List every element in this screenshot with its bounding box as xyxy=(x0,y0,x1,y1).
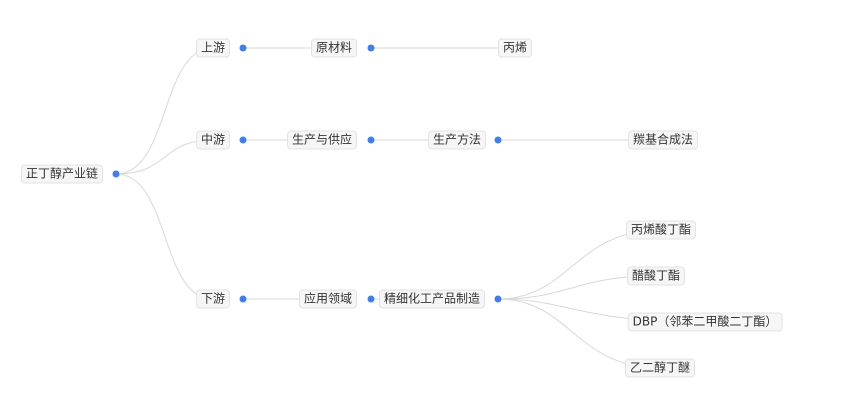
node-midstream-sub[interactable]: 生产方法 xyxy=(427,130,487,150)
node-downstream-sub[interactable]: 精细化工产品制造 xyxy=(378,289,486,309)
node-upstream-category[interactable]: 原材料 xyxy=(310,38,358,58)
node-root[interactable]: 正丁醇产业链 xyxy=(20,164,104,184)
link-root-upstream xyxy=(115,47,214,175)
upstream-expand-dot[interactable] xyxy=(239,44,247,52)
node-downstream-leaf[interactable]: 醋酸丁酯 xyxy=(626,266,686,286)
node-downstream[interactable]: 下游 xyxy=(195,289,231,309)
downstream-category-expand-dot[interactable] xyxy=(367,295,375,303)
node-downstream-category[interactable]: 应用领域 xyxy=(298,289,358,309)
node-downstream-leaf[interactable]: 丙烯酸丁酯 xyxy=(625,220,697,240)
node-midstream-category[interactable]: 生产与供应 xyxy=(286,130,358,150)
midstream-category-expand-dot[interactable] xyxy=(367,136,375,144)
node-upstream[interactable]: 上游 xyxy=(195,38,231,58)
link-downstream-leaf-1 xyxy=(497,229,662,300)
downstream-expand-dot[interactable] xyxy=(239,295,247,303)
node-downstream-leaf[interactable]: DBP（邻苯二甲酸二丁酯） xyxy=(627,312,783,332)
node-upstream-leaf[interactable]: 丙烯 xyxy=(497,38,533,58)
downstream-sub-expand-dot[interactable] xyxy=(494,295,502,303)
link-root-downstream xyxy=(115,173,214,300)
upstream-category-expand-dot[interactable] xyxy=(367,44,375,52)
midstream-sub-expand-dot[interactable] xyxy=(494,136,502,144)
node-midstream[interactable]: 中游 xyxy=(195,130,231,150)
midstream-expand-dot[interactable] xyxy=(239,136,247,144)
node-midstream-leaf[interactable]: 羰基合成法 xyxy=(627,130,699,150)
node-downstream-leaf[interactable]: 乙二醇丁醚 xyxy=(624,358,696,378)
root-expand-dot[interactable] xyxy=(112,170,120,178)
